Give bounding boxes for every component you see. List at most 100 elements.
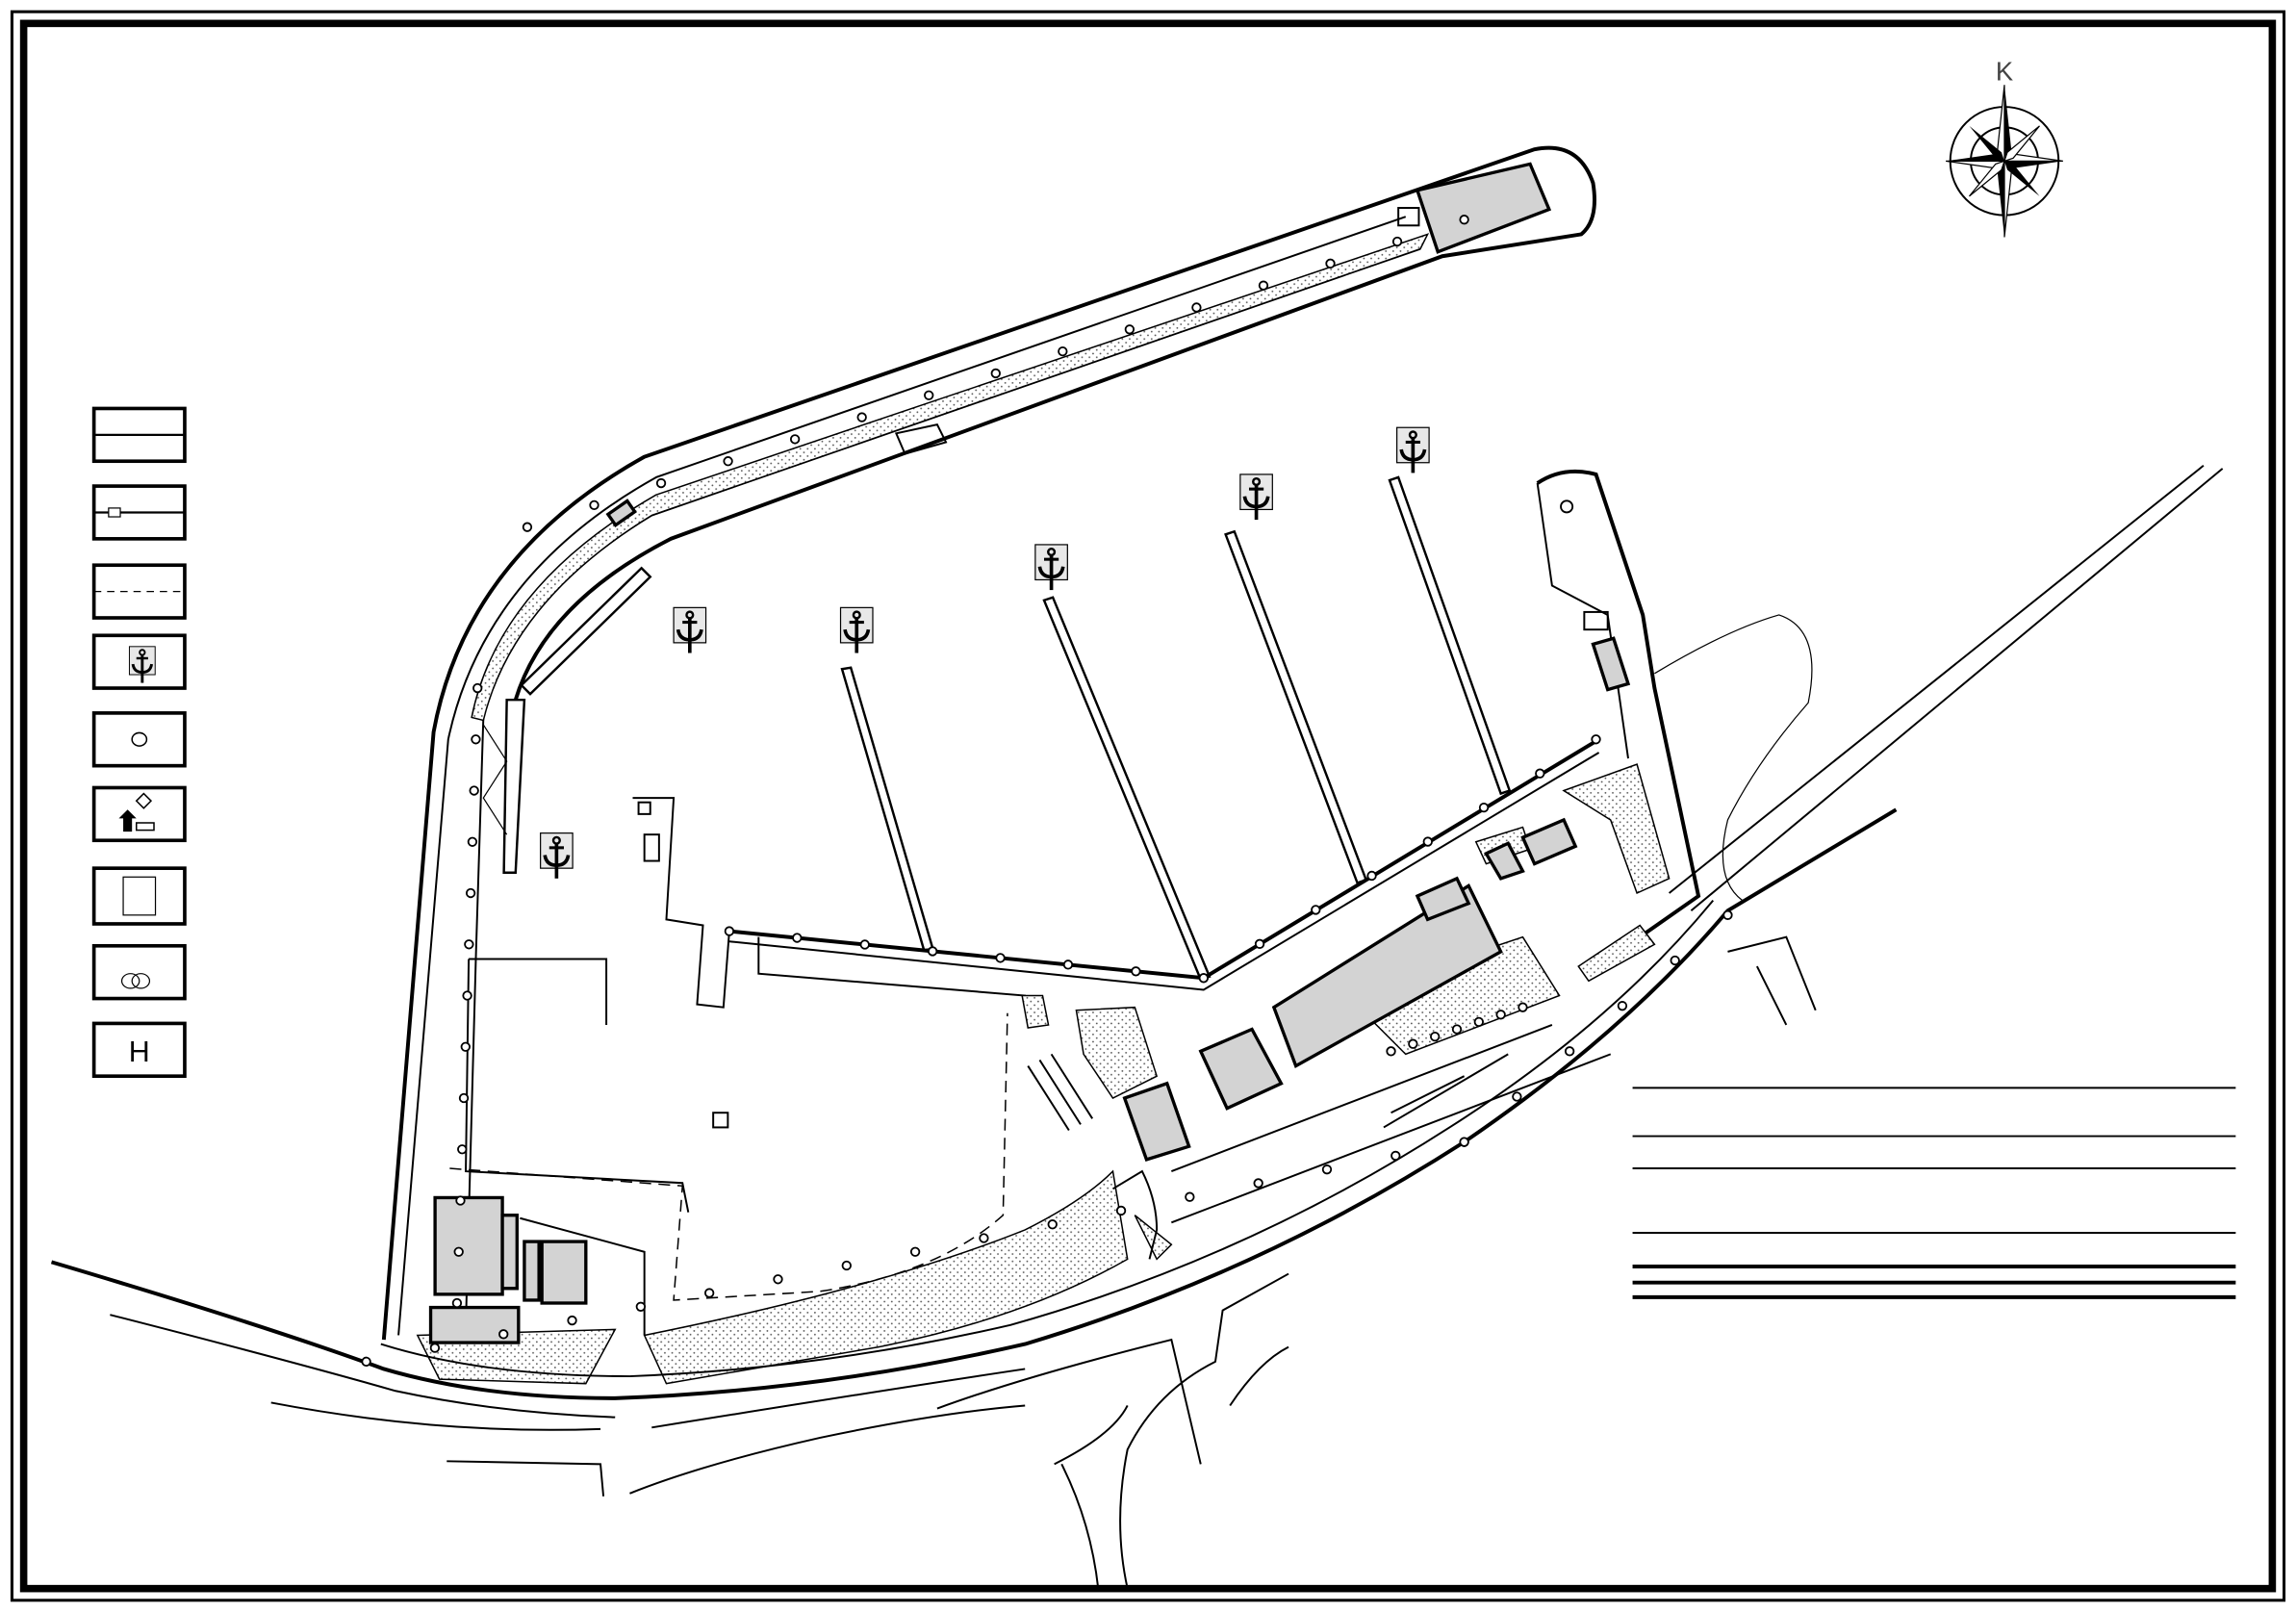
bollard-icon	[462, 990, 472, 1001]
bollard-icon	[465, 887, 476, 899]
bollard-icon	[1391, 236, 1403, 247]
legend-item-railway	[91, 484, 187, 541]
helipad-icon: H	[129, 1036, 150, 1068]
bollard-icon	[1386, 1046, 1396, 1057]
legend-item-building	[91, 866, 187, 926]
bollard-icon	[979, 1233, 989, 1243]
bollard-icon	[703, 1288, 715, 1298]
bollard-icon	[1185, 1191, 1195, 1202]
bollard-icon	[361, 1356, 371, 1368]
bollard-icon	[924, 390, 934, 400]
bollard-icon	[1325, 258, 1336, 269]
bollards	[361, 215, 1733, 1368]
bollard-icon	[522, 522, 533, 532]
bollard-icon	[724, 926, 735, 936]
bollard-icon	[635, 1301, 647, 1312]
bollard-icon	[458, 1092, 470, 1104]
title-block	[1632, 1087, 2236, 1299]
bollard-icon	[464, 939, 474, 950]
buildings	[428, 817, 1578, 1344]
bollard-icon	[1422, 836, 1433, 847]
fire-hydrant-icon	[118, 792, 155, 832]
bollard-icon	[1430, 1031, 1441, 1042]
bollard-icon	[1535, 768, 1545, 779]
anchor-icon	[1238, 473, 1275, 522]
bollard-icon	[1617, 1000, 1628, 1011]
bollard-icon	[567, 1315, 577, 1326]
bollard-icon	[1564, 1046, 1575, 1057]
bollard-icon	[792, 933, 803, 943]
bollard-icon	[457, 1144, 468, 1155]
bollard-icon	[1459, 215, 1469, 225]
bollard-icon	[1591, 734, 1601, 745]
bollard-icon	[1512, 1091, 1522, 1102]
east-jetty	[1536, 469, 1701, 939]
bollard-icon	[131, 731, 148, 747]
bollard-icon	[723, 456, 733, 467]
legend-item-quay-edge	[91, 406, 187, 464]
bollard-icon	[655, 477, 667, 489]
north-arrow: K	[1946, 57, 2063, 238]
bollard-icon	[859, 939, 870, 950]
bollard-icon	[498, 1329, 509, 1340]
bollard-icon	[460, 1041, 471, 1052]
bollard-icon	[1518, 1002, 1528, 1012]
anchor-icon	[1394, 425, 1431, 475]
bollard-icon	[773, 1274, 783, 1285]
bollard-icon	[1321, 1164, 1333, 1175]
bollard-icon	[1254, 938, 1265, 950]
bollard-icon	[856, 412, 867, 422]
bollard-icon	[1451, 1024, 1463, 1035]
anchor-icon	[672, 605, 708, 655]
bollard-icon	[1408, 1038, 1418, 1049]
bollard-icon	[471, 734, 481, 745]
legend-item-transformer	[91, 943, 187, 1001]
bollard-icon	[1390, 1150, 1401, 1162]
north-label: K	[1996, 57, 2013, 87]
bollard-icon	[1124, 324, 1135, 335]
legend-item-hydrant	[91, 785, 187, 843]
building-icon	[122, 876, 157, 916]
bollard-icon	[1258, 280, 1269, 291]
legend-item-anchorage	[91, 633, 187, 690]
breakwater	[381, 145, 1596, 1341]
anchor-icon	[1033, 543, 1070, 592]
bollard-icon	[909, 1246, 921, 1257]
bollard-icon	[453, 1246, 464, 1257]
bollard-icon	[1253, 1178, 1263, 1189]
bollard-icon	[1366, 870, 1377, 882]
railway-line-icon	[93, 507, 185, 518]
legend: H	[91, 406, 187, 1079]
map-frame	[19, 19, 2277, 1593]
bollard-icon	[1115, 1205, 1127, 1216]
bollard-icon	[1131, 966, 1141, 977]
bollard-icon	[472, 682, 483, 694]
bollard-icon	[467, 836, 478, 847]
railway-line	[50, 807, 1898, 1400]
bollard-icon	[990, 368, 1001, 379]
bollard-icon	[841, 1260, 852, 1271]
bollard-icon	[1062, 960, 1074, 970]
anchor-icon	[538, 831, 574, 881]
west-pier	[482, 566, 652, 874]
bollard-icon	[589, 499, 600, 511]
bollard-icon	[1047, 1219, 1058, 1230]
bollard-icon	[1473, 1016, 1484, 1028]
roads	[50, 465, 2224, 1589]
bollard-icon	[1311, 905, 1321, 915]
legend-item-bollard	[91, 711, 187, 768]
bollard-icon	[429, 1343, 441, 1353]
bollard-icon	[1670, 955, 1680, 966]
bollard-icon	[469, 785, 479, 796]
bollard-icon	[789, 434, 801, 445]
bollard-icon	[995, 953, 1006, 963]
bollard-icon	[451, 1297, 463, 1309]
anchor-icon	[838, 605, 875, 655]
bollard-icon	[1495, 1010, 1506, 1020]
bollard-icon	[1459, 1137, 1469, 1147]
transformer-icon	[120, 973, 151, 989]
bollard-icon	[1722, 909, 1733, 921]
legend-item-helipad: H	[91, 1021, 187, 1079]
bollard-icon	[1478, 802, 1490, 813]
